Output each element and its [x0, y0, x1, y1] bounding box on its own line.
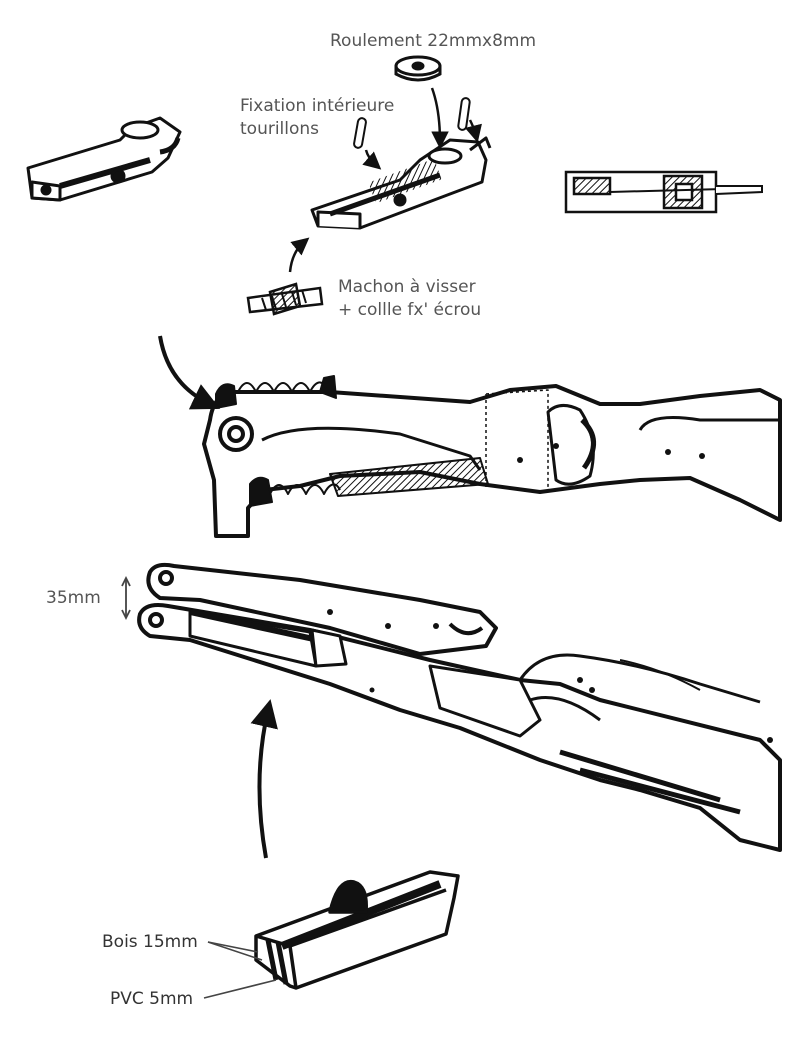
label-pvc: PVC 5mm	[110, 989, 194, 1009]
dimension-arrow-35mm	[121, 575, 131, 621]
jaw-block-sketch	[254, 870, 460, 990]
bearing-disc	[394, 55, 442, 82]
curved-arrow-lower	[250, 699, 278, 859]
label-sleeve-line2: + collle fx' écrou	[338, 300, 482, 320]
label-height: 35mm	[46, 588, 101, 608]
gripper-spring-sketch	[202, 375, 782, 538]
gripper-jaws-sketch	[137, 562, 782, 852]
label-bearing: Roulement 22mmx8mm	[330, 31, 537, 51]
assembly-arrows-top	[288, 87, 482, 273]
label-wood: Bois 15mm	[102, 932, 198, 952]
label-sleeve-line1: Machon à visser	[338, 277, 476, 297]
curved-arrow-upper	[158, 335, 221, 410]
jaw-piece-sketch-small	[26, 116, 182, 202]
label-pins-line1: Fixation intérieure	[240, 96, 395, 116]
label-pins-line2: tourillons	[240, 119, 320, 139]
threaded-sleeve-sketch	[246, 282, 324, 316]
cross-section-sketch	[564, 170, 763, 214]
dowel-pins	[353, 97, 471, 149]
jaw-assembly-sketch	[310, 136, 492, 230]
leader-lines	[203, 941, 277, 999]
